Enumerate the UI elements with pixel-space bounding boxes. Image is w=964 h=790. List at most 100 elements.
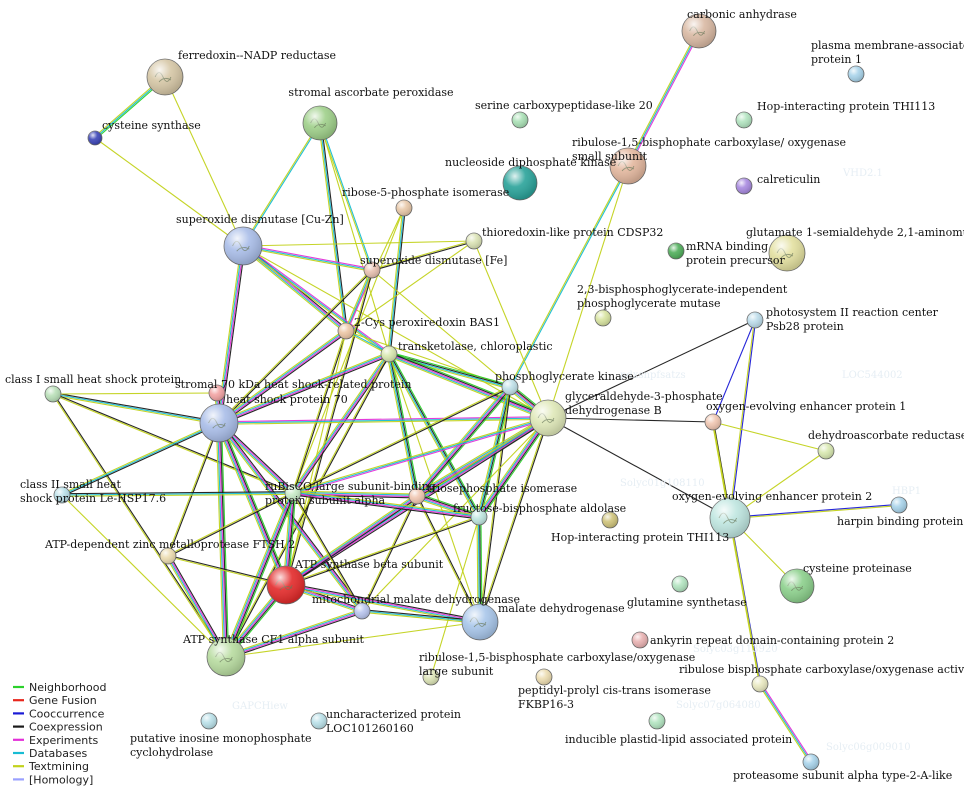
node-sap[interactable] [302,105,338,141]
edge-channel [52,393,220,424]
node-gloss [267,566,305,604]
edge-channel [344,269,372,331]
node-psb28[interactable] [746,311,764,329]
node-prx[interactable] [337,322,355,340]
node-unch[interactable] [310,712,328,730]
node-oee2[interactable] [709,497,751,539]
node-hop1[interactable] [735,111,753,129]
edge-channel [626,30,699,166]
edge-channel [219,332,348,426]
label-oee1: oxygen-evolving enhancer protein 1 [706,400,906,413]
node-gloss [354,603,370,619]
node-calr[interactable] [735,177,753,195]
node-pgk[interactable] [501,378,519,396]
label-line: oxygen-evolving enhancer protein 1 [706,400,906,413]
edge-trx-prx [345,240,475,332]
label-line: ribose-5-phosphate isomerase [342,186,509,199]
node-bpgm[interactable] [594,309,612,327]
node-atpcf1[interactable] [206,637,246,677]
node-fnr[interactable] [146,58,184,96]
node-scpl[interactable] [511,111,529,129]
label-tpi: triosephosphate isomerase [427,482,577,495]
node-csHSP2[interactable] [53,486,71,504]
node-hop2[interactable] [601,511,619,529]
node-dhar[interactable] [817,442,835,460]
edge-channel [477,416,548,517]
node-hsp70[interactable] [199,403,239,443]
node-hsp70s[interactable] [208,384,226,402]
node-sod_cuzn[interactable] [223,226,263,266]
edge-hsp70-csHSP2 [61,421,220,497]
label-line: plasma membrane-associated cation-bindin… [811,39,964,52]
node-fkbp[interactable] [535,668,553,686]
edge-gapdh-rca_alpha [292,416,549,495]
node-sod_fe[interactable] [363,261,381,279]
edge-channel [218,351,389,422]
node-r5pi[interactable] [395,199,413,217]
edge-channel [243,244,373,270]
node-ankr[interactable] [631,631,649,649]
edge-channel [61,491,293,495]
edge-channel [417,495,482,622]
edge-sap-sod_cuzn [241,122,322,247]
node-gloss [338,323,354,339]
node-ca[interactable] [681,13,717,49]
edge-channel [224,353,389,657]
label-sod_fe: superoxide dismutase [Fe] [360,254,507,267]
node-csHSP1[interactable] [44,385,62,403]
node-tpi[interactable] [408,487,426,505]
edge-hsp70-gapdh [218,416,549,425]
node-gapdh[interactable] [529,399,567,437]
edge-sod_cuzn-gapdh [242,245,549,419]
edge-channel [389,353,481,517]
node-gs[interactable] [671,575,689,593]
legend-label: [Homology] [29,773,93,786]
edge-channel [217,423,226,658]
node-mdh[interactable] [461,603,499,641]
node-gloss [632,632,648,648]
node-trx[interactable] [465,232,483,250]
node-oee1[interactable] [704,413,722,431]
node-ftsh2[interactable] [159,547,177,565]
edge-channel [387,354,479,518]
node-harpin[interactable] [890,496,908,514]
label-line: cyclohydrolase [130,746,213,759]
label-line: phosphoglycerate mutase [577,297,720,310]
edge-channel [219,422,288,585]
node-rca[interactable] [751,675,769,693]
label-plap: inducible plastid-lipid associated prote… [565,733,792,746]
node-tkl[interactable] [380,345,398,363]
node-rbcs[interactable] [609,147,647,185]
edge-channel [389,351,550,417]
edge-channel [219,418,549,425]
edge-channel [320,122,374,270]
node-ndk[interactable] [502,165,538,201]
node-fba[interactable] [470,508,488,526]
node-pas2a[interactable] [802,753,820,771]
node-plap[interactable] [648,712,666,730]
edge-channel [319,122,390,355]
node-rbcl[interactable] [422,668,440,686]
label-line: ferredoxin--NADP reductase [178,49,336,62]
edge-channel [226,493,295,658]
node-gloss [736,112,752,128]
node-cysp[interactable] [779,568,815,604]
edge-rca_alpha-mmdh [291,492,364,612]
edge-channel [758,684,811,764]
label-line: ribulose bisphosphate carboxylase/oxygen… [679,663,964,676]
node-cys[interactable] [87,130,103,146]
legend-label: Coexpression [29,721,103,734]
node-mmdh[interactable] [353,602,371,620]
edge-channel [167,491,293,556]
label-line: protein precursor [686,254,786,267]
node-atpb[interactable] [266,565,306,605]
node-rca_alpha[interactable] [284,484,302,502]
node-glut[interactable] [768,234,806,272]
node-pmcbp[interactable] [847,65,865,83]
node-impch[interactable] [200,712,218,730]
edge-channel [292,385,510,493]
edge-channel [292,493,479,519]
node-mrna[interactable] [667,242,685,260]
